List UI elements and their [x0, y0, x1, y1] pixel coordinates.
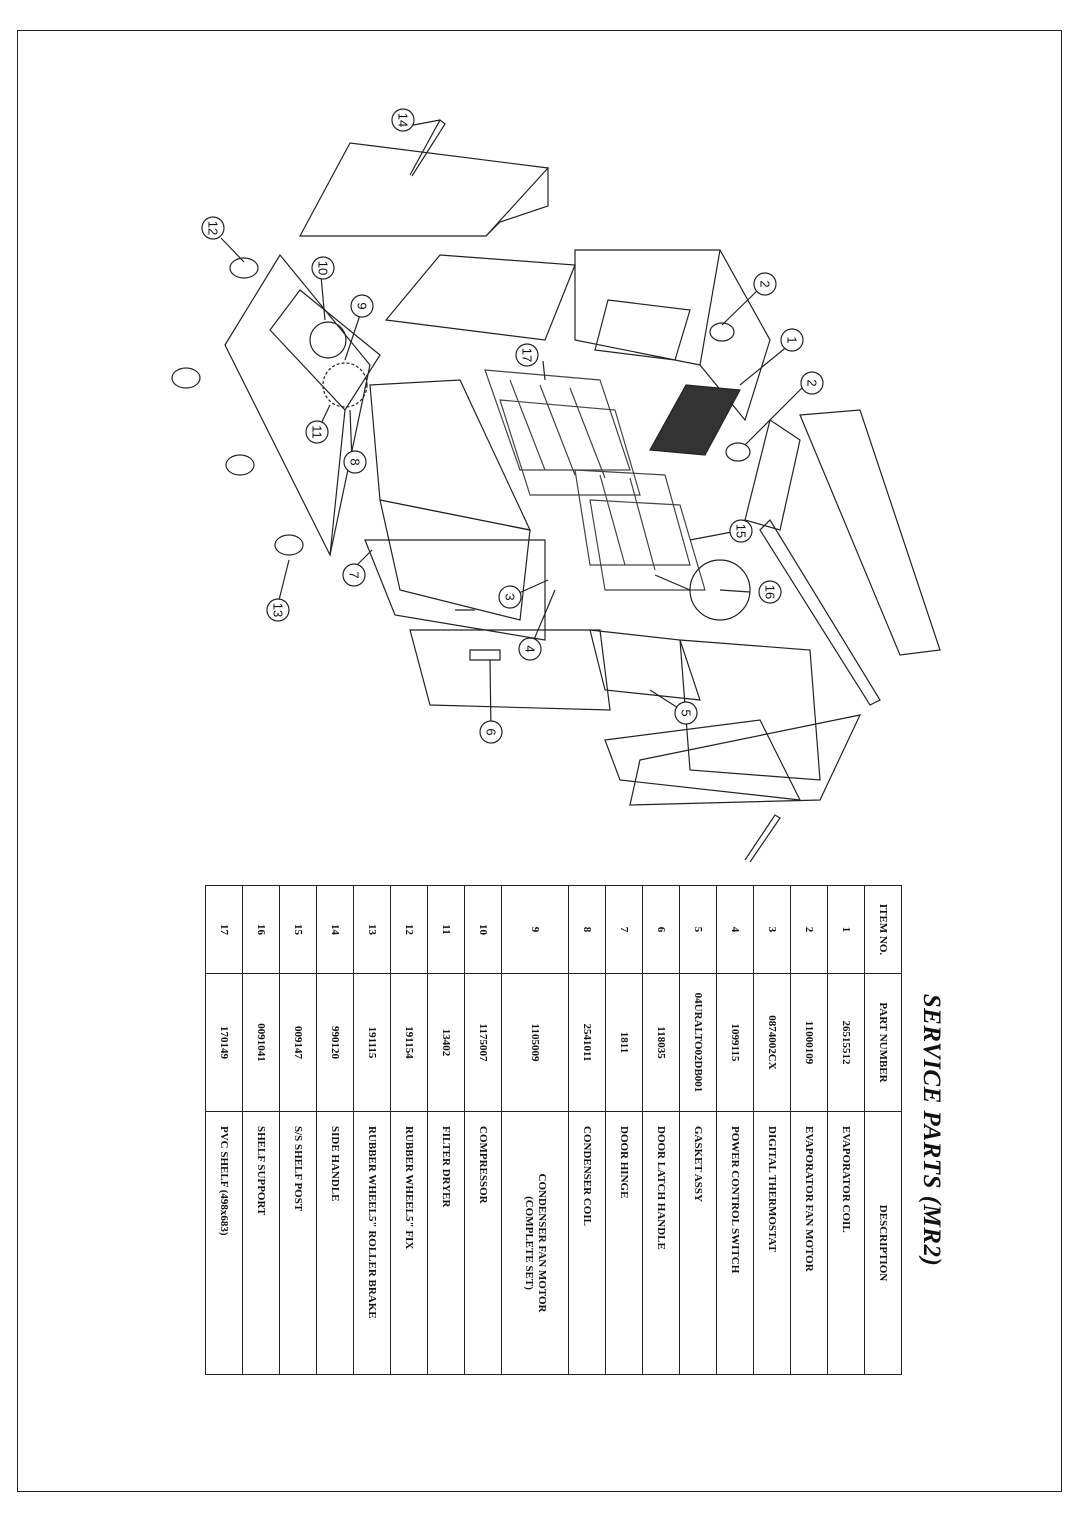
part-number: 1105009	[501, 973, 569, 1112]
description: PVC SHELF (498x683)	[205, 1111, 243, 1375]
header-description: DESCRIPTION	[864, 1111, 902, 1375]
part-number: 11000109	[790, 973, 828, 1112]
part-number: 13402	[427, 973, 465, 1112]
description: S/S SHELF POST	[279, 1111, 317, 1375]
description: POWER CONTROL SWITCH	[716, 1111, 754, 1375]
item-no: 10	[464, 885, 502, 974]
part-number: 0874002CX	[753, 973, 791, 1112]
item-no: 16	[242, 885, 280, 974]
part-number: 1099115	[716, 973, 754, 1112]
item-no: 11	[427, 885, 465, 974]
callout-12: 12	[206, 221, 221, 235]
callout-15: 15	[734, 524, 749, 538]
part-number: 170149	[205, 973, 243, 1112]
callout-10: 10	[316, 261, 331, 275]
part-number: 0091041	[242, 973, 280, 1112]
description: CONDENSER COIL	[568, 1111, 606, 1375]
item-no: 1	[827, 885, 865, 974]
item-no: 17	[205, 885, 243, 974]
description: EVAPORATOR FAN MOTOR	[790, 1111, 828, 1375]
header-item-no: ITEM NO.	[864, 885, 902, 974]
item-no: 15	[279, 885, 317, 974]
item-no: 9	[501, 885, 569, 974]
part-number: 1811	[605, 973, 643, 1112]
item-no: 5	[679, 885, 717, 974]
callout-9: 9	[355, 302, 370, 309]
callout-7: 7	[347, 571, 362, 578]
part-number: 191154	[390, 973, 428, 1112]
callout-11: 11	[310, 425, 325, 439]
part-number: 191115	[353, 973, 391, 1112]
description: DOOR LATCH HANDLE	[642, 1111, 680, 1375]
callout-5: 5	[679, 709, 694, 716]
callout-13: 13	[271, 603, 286, 617]
item-no: 2	[790, 885, 828, 974]
part-number: 26515512	[827, 973, 865, 1112]
service-parts-title: SERVICE PARTS (MR2)	[918, 993, 945, 1267]
item-no: 4	[716, 885, 754, 974]
item-no: 7	[605, 885, 643, 974]
header-part-number: PART NUMBER	[864, 973, 902, 1112]
table-header-row: ITEM NO. PART NUMBER DESCRIPTION	[864, 885, 902, 1375]
page-border	[17, 30, 1062, 1492]
description: EVAPORATOR COIL	[827, 1111, 865, 1375]
description: SIDE HANDLE	[316, 1111, 354, 1375]
part-number: 118035	[642, 973, 680, 1112]
item-no: 14	[316, 885, 354, 974]
description: CONDENSER FAN MOTOR(COMPLETE SET)	[501, 1111, 569, 1375]
callout-14: 14	[396, 113, 411, 127]
item-no: 13	[353, 885, 391, 974]
part-number: 2541011	[568, 973, 606, 1112]
description-line-2: (COMPLETE SET)	[523, 1196, 535, 1290]
description-line-1: CONDENSER FAN MOTOR	[535, 1173, 548, 1313]
service-parts-block: SERVICE PARTS (MR2) ITEM NO. PART NUMBER…	[205, 885, 960, 1375]
description: DIGITAL THERMOSTAT	[753, 1111, 791, 1375]
description: COMPRESSOR	[464, 1111, 502, 1375]
callout-17: 17	[520, 348, 535, 362]
description: RUBBER WHEEL5" FIX	[390, 1111, 428, 1375]
part-number: 990120	[316, 973, 354, 1112]
callout-1: 1	[785, 336, 800, 343]
callout-8: 8	[348, 458, 363, 465]
item-no: 3	[753, 885, 791, 974]
callout-6: 6	[484, 728, 499, 735]
description: RUBBER WHEEL5" ROLLER BRAKE	[353, 1111, 391, 1375]
description: DOOR HINGE	[605, 1111, 643, 1375]
part-number: 1175007	[464, 973, 502, 1112]
item-no: 12	[390, 885, 428, 974]
part-number: 04URALTO02DB001	[679, 973, 717, 1112]
description: GASKET ASSY	[679, 1111, 717, 1375]
callout-16: 16	[763, 585, 778, 599]
callout-3: 3	[503, 593, 518, 600]
description: FILTER DRYER	[427, 1111, 465, 1375]
callout-2a: 2	[758, 280, 773, 287]
callout-4: 4	[523, 645, 538, 652]
callout-2b: 2	[805, 379, 820, 386]
item-no: 8	[568, 885, 606, 974]
part-number: 009147	[279, 973, 317, 1112]
item-no: 6	[642, 885, 680, 974]
description: SHELF SUPPORT	[242, 1111, 280, 1375]
